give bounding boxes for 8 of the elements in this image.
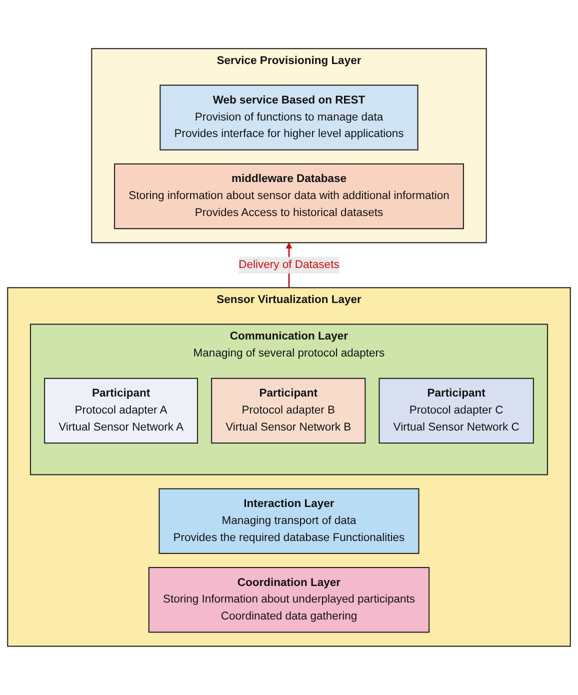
node-box: Participant Protocol adapter C Virtual Sensor Network C xyxy=(378,378,534,444)
node-box: middleware Database Storing information about sensor data with additional information Provides Access to historical datasets xyxy=(114,163,464,230)
node-box: Coordination Layer Storing Information about underplayed participants Coordinated data gathering xyxy=(148,567,430,633)
edge-label: Delivery of Datasets xyxy=(238,258,340,271)
node-box: Web service Based on REST Provision of functions to manage data Provides interface for higher level applications xyxy=(160,84,418,150)
node-box: Participant Protocol adapter B Virtual Sensor Network B xyxy=(211,378,366,444)
node-box: Participant Protocol adapter A Virtual Sensor Network A xyxy=(44,378,198,444)
node-box: Interaction Layer Managing transport of data Provides the required database Functionalities xyxy=(158,488,420,554)
